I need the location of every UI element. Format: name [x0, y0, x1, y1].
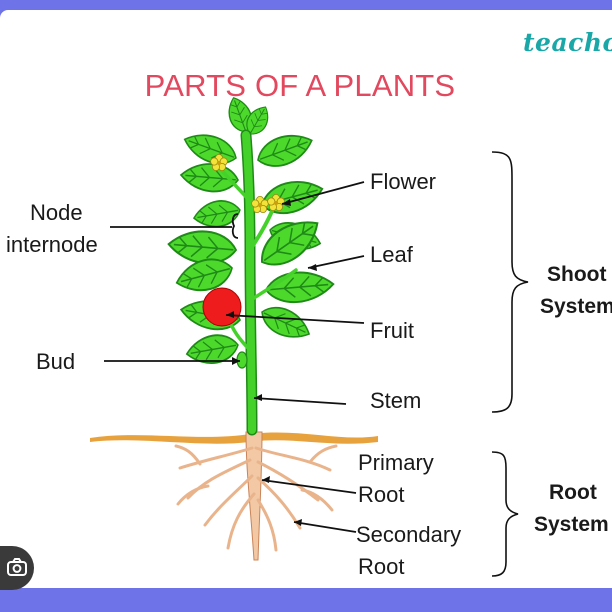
- root-system-brace: [491, 451, 519, 577]
- label-secondary-root-line1: Secondary: [356, 522, 462, 547]
- pointer-lines: [104, 181, 365, 533]
- label-flower: Flower: [370, 169, 437, 194]
- label-fruit: Fruit: [370, 318, 414, 343]
- diagram-card: teachoo PARTS OF A PLANTS Flower Node in…: [0, 10, 612, 588]
- soil-line: [90, 432, 378, 444]
- label-root-system-line1: Root: [549, 481, 597, 504]
- lens-search-button[interactable]: [0, 546, 34, 590]
- secondary-roots: [174, 444, 338, 552]
- label-secondary-root-line2: Root: [358, 554, 405, 579]
- shoot-system-brace: [491, 151, 529, 413]
- label-leaf: Leaf: [370, 242, 413, 267]
- brand-logo: teachoo: [523, 28, 612, 57]
- label-shoot-system-line2: System: [540, 295, 612, 318]
- stem-drawing: [216, 129, 298, 436]
- label-primary-root-line1: Primary: [358, 450, 434, 475]
- label-root-system-line2: System: [534, 513, 609, 536]
- label-bud: Bud: [36, 349, 76, 374]
- plant-diagram: [90, 93, 529, 577]
- bud-drawing: [236, 351, 248, 369]
- label-node: Node: [30, 200, 83, 225]
- label-shoot-system-line1: Shoot: [547, 263, 607, 286]
- diagram-title: PARTS OF A PLANTS: [144, 68, 456, 103]
- label-primary-root-line2: Root: [358, 482, 405, 507]
- label-internode: internode: [6, 232, 98, 257]
- lens-search-icon: [7, 558, 27, 576]
- label-stem: Stem: [370, 388, 422, 413]
- fruit-drawing: [202, 287, 242, 327]
